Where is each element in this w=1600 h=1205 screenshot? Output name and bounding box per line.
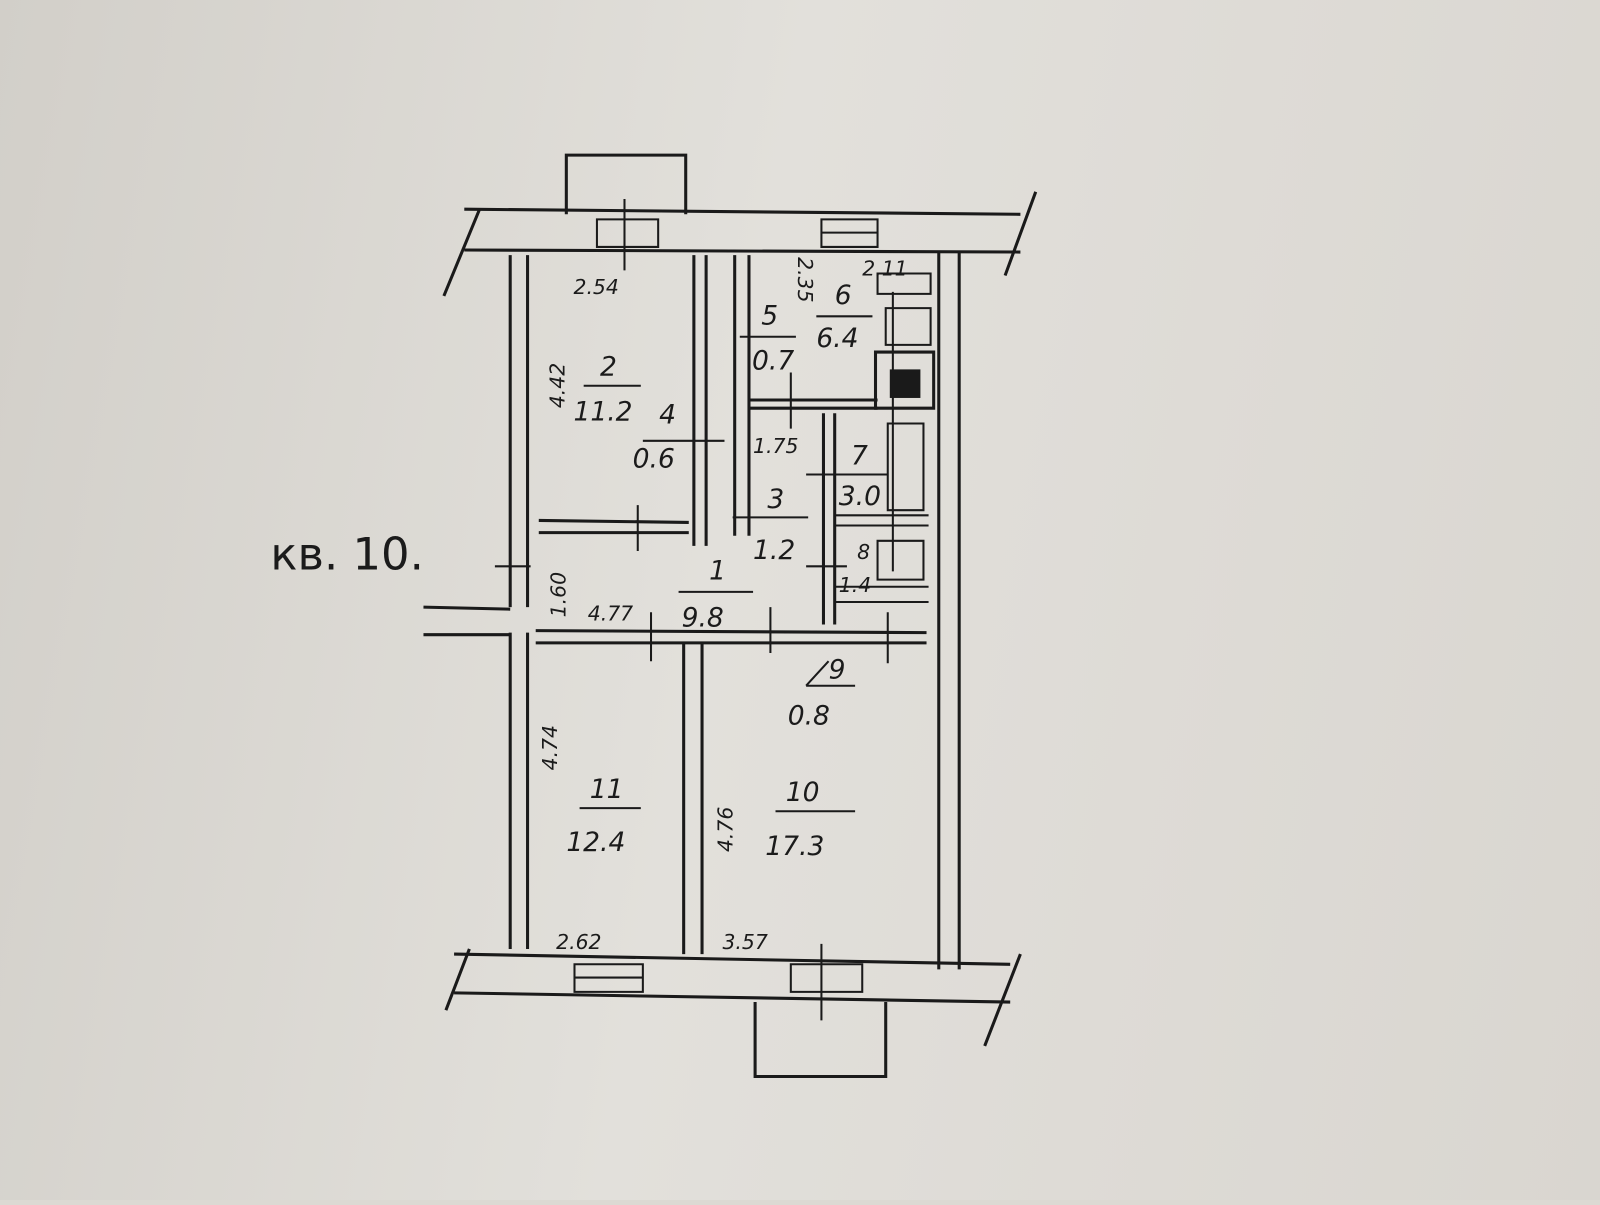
dimension-label: 2.62 <box>556 930 601 954</box>
room-number: 1 <box>709 556 726 587</box>
room-area: 9.8 <box>682 603 724 634</box>
room-6: 6 6.4 <box>816 280 873 354</box>
dimension-label: 3.57 <box>722 930 767 954</box>
room-number: 2 <box>600 352 617 383</box>
dimensions: 2.54 4.42 2.35 2.11 1.75 1.60 4.77 4.74 … <box>538 257 908 954</box>
room-1: 1 9.8 <box>678 556 754 634</box>
dimension-label: 1.60 <box>546 572 570 617</box>
walls <box>423 153 1038 1079</box>
room-number: 9 <box>829 655 846 686</box>
room-area: 1.2 <box>753 535 795 566</box>
room-area: 11.2 <box>573 396 632 427</box>
apartment-label: кв. 10. <box>270 527 423 580</box>
room-11: 11 12.4 <box>566 774 641 858</box>
room-8: 8 1.4 <box>839 540 871 597</box>
room-number: 4 <box>659 399 676 430</box>
room-area: 0.8 <box>788 700 830 731</box>
dimension-label: 2.54 <box>573 275 618 299</box>
room-area: 6.4 <box>816 323 858 354</box>
room-area: 3.0 <box>839 481 881 512</box>
dimension-label: 1.75 <box>753 434 798 458</box>
room-area: 12.4 <box>566 827 625 858</box>
room-number: 7 <box>851 440 868 471</box>
room-5: 5 0.7 <box>739 300 796 376</box>
dimension-label: 4.42 <box>545 363 569 408</box>
room-number: 5 <box>761 300 778 331</box>
room-9: 9 0.8 <box>788 655 856 731</box>
kitchen-appliance-icon <box>889 369 921 398</box>
room-number: 6 <box>835 280 852 311</box>
room-number: 10 <box>786 777 820 808</box>
dimension-label: 4.76 <box>714 807 738 852</box>
room-3: 3 1.2 <box>732 484 809 566</box>
dimension-label: 4.77 <box>588 601 633 625</box>
room-number: 8 <box>857 540 870 564</box>
room-4: 4 0.6 <box>633 399 725 474</box>
dimension-label: 2.35 <box>793 257 817 302</box>
room-number: 11 <box>590 774 624 805</box>
room-10: 10 17.3 <box>765 777 856 862</box>
dimension-label: 4.74 <box>538 725 562 770</box>
room-area: 0.6 <box>633 443 675 474</box>
room-area: 0.7 <box>752 345 794 376</box>
room-area: 1.4 <box>839 573 871 597</box>
dimension-label: 2.11 <box>862 257 907 281</box>
room-2: 2 11.2 <box>573 352 641 427</box>
room-area: 17.3 <box>765 831 824 862</box>
room-7: 7 3.0 <box>828 440 888 512</box>
room-number: 3 <box>767 484 784 515</box>
